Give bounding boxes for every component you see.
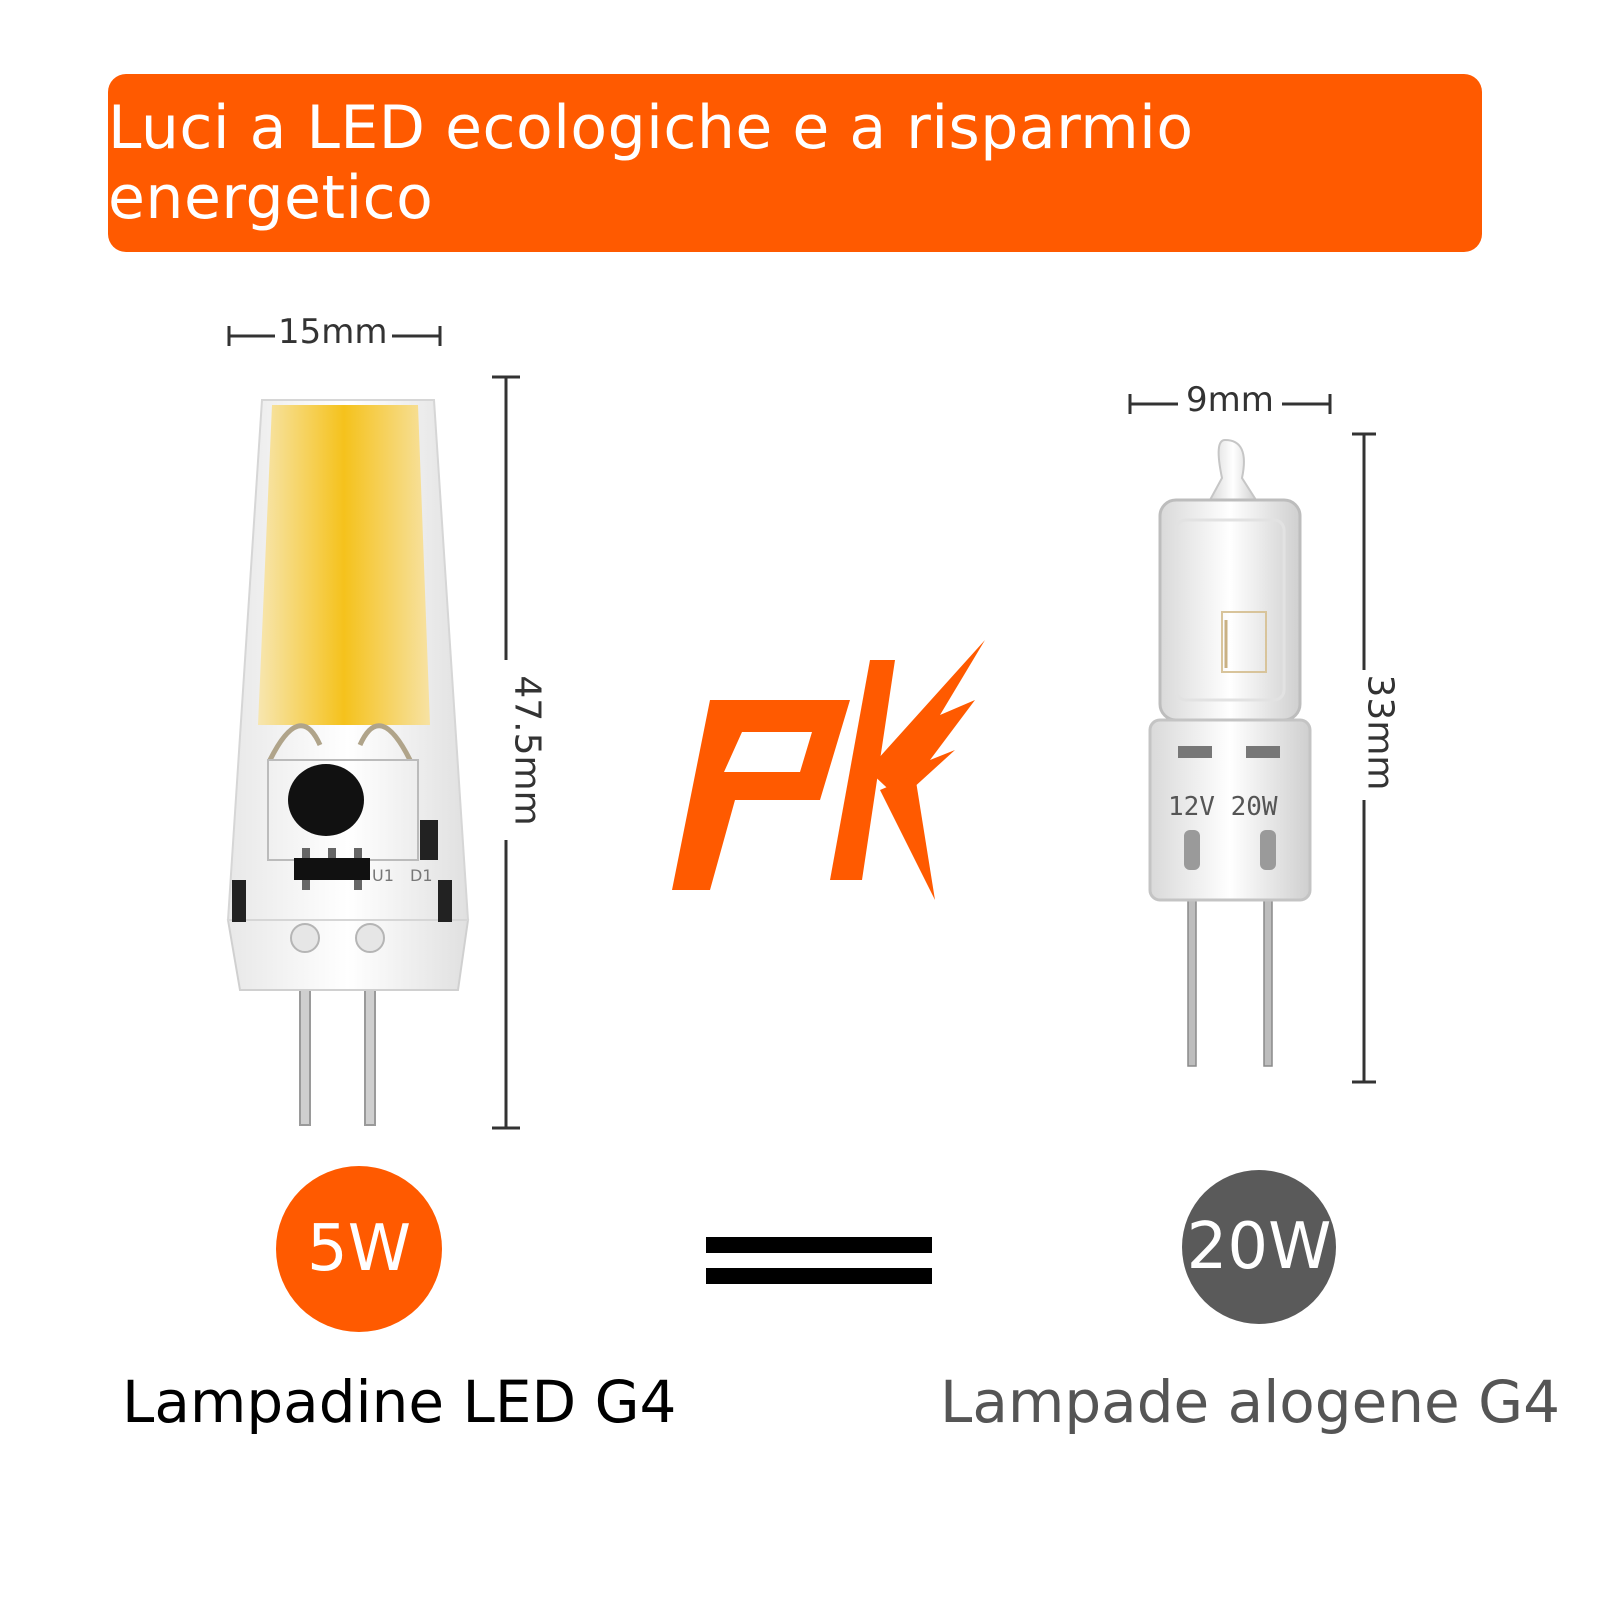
led-height-label: 47.5mm bbox=[506, 675, 548, 826]
halogen-height-label: 33mm bbox=[1359, 674, 1401, 791]
led-width-label: 15mm bbox=[278, 312, 388, 352]
led-caption: Lampadine LED G4 bbox=[122, 1368, 677, 1436]
halogen-width-dimension bbox=[1128, 394, 1332, 414]
equals-bar-bottom bbox=[706, 1268, 932, 1284]
led-pcb-label-u1: U1 bbox=[372, 866, 394, 885]
led-pcb-label-d1: D1 bbox=[410, 866, 433, 885]
headline-text: Luci a LED ecologiche e a risparmio ener… bbox=[108, 93, 1194, 233]
led-height-dimension bbox=[492, 375, 520, 1130]
led-power-text: 5W bbox=[307, 1212, 411, 1286]
led-width-dimension bbox=[227, 326, 442, 346]
halogen-width-label: 9mm bbox=[1186, 380, 1274, 420]
pk-logo bbox=[672, 640, 985, 900]
headline-banner: Luci a LED ecologiche e a risparmio ener… bbox=[108, 74, 1482, 252]
led-bulb-image bbox=[226, 399, 470, 1126]
halogen-height-dimension bbox=[1352, 432, 1376, 1084]
halogen-power-badge: 20W bbox=[1182, 1170, 1336, 1324]
halogen-caption: Lampade alogene G4 bbox=[940, 1368, 1561, 1436]
equals-bar-top bbox=[706, 1237, 932, 1253]
led-power-badge: 5W bbox=[276, 1166, 442, 1332]
halogen-print-text: 12V 20W bbox=[1168, 792, 1278, 822]
halogen-bulb-image bbox=[1148, 438, 1312, 1067]
halogen-power-text: 20W bbox=[1186, 1210, 1332, 1284]
